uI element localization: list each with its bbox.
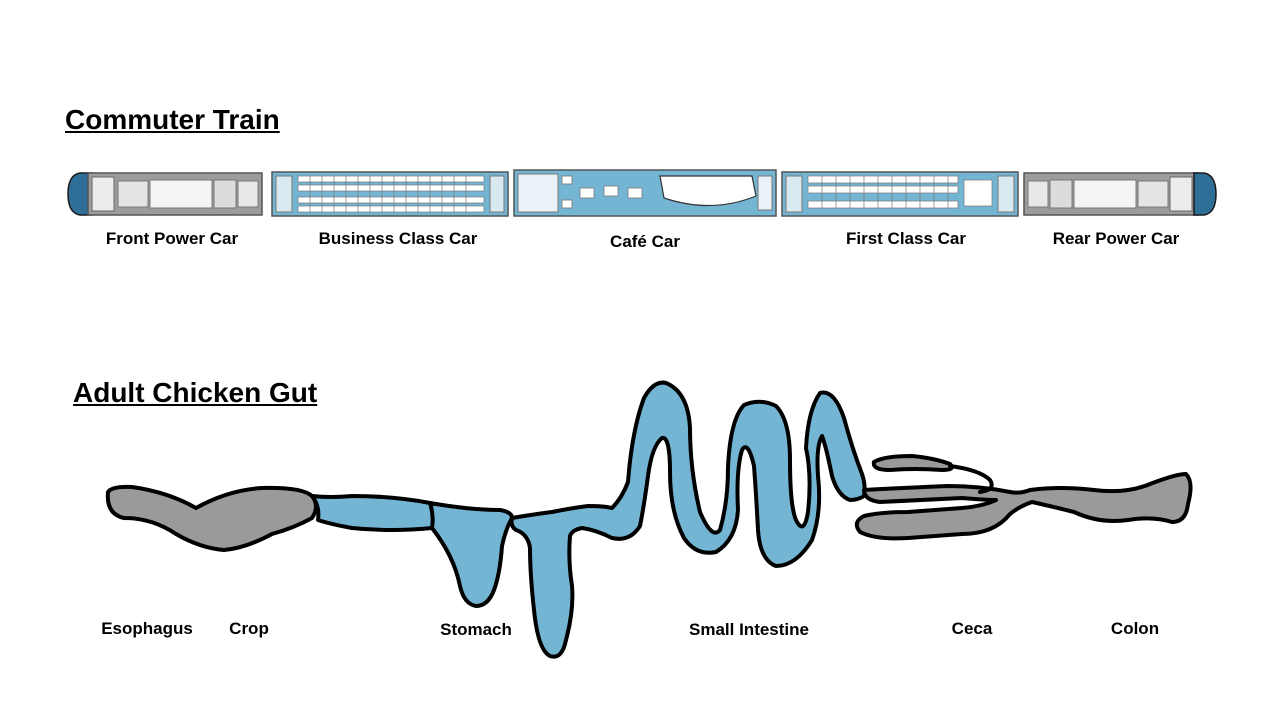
rear-nose (1193, 172, 1217, 216)
rear-power-car (1023, 172, 1217, 216)
label-front-power-car: Front Power Car (105, 229, 239, 248)
gut-ceca-colon (854, 472, 1193, 541)
label-business-class-car: Business Class Car (318, 229, 478, 248)
front-nose (67, 172, 93, 216)
gut-title: Adult Chicken Gut (73, 377, 318, 408)
label-cafe-car: Café Car (610, 232, 680, 251)
label-esophagus: Esophagus (101, 619, 193, 638)
gut-esophagus-crop (105, 484, 318, 552)
label-colon: Colon (1110, 619, 1160, 638)
label-rear-power-car: Rear Power Car (1052, 229, 1180, 248)
business-class-car (271, 171, 509, 217)
gut-small-intestine (509, 380, 867, 659)
cafe-car (513, 169, 777, 217)
label-ceca: Ceca (951, 619, 993, 638)
label-crop: Crop (229, 619, 269, 638)
first-class-car (781, 171, 1019, 217)
gut-stomach (428, 501, 514, 608)
label-stomach: Stomach (440, 620, 512, 639)
label-first-class-car: First Class Car (846, 229, 966, 248)
gut-ceca-upper (871, 454, 954, 472)
label-small-intestine: Small Intestine (689, 620, 809, 639)
gut-proventriculus (310, 494, 436, 532)
train-title: Commuter Train (65, 104, 280, 135)
train-diagram (67, 169, 1217, 217)
front-power-car (67, 172, 263, 216)
gut-ceca-inner (948, 464, 994, 494)
